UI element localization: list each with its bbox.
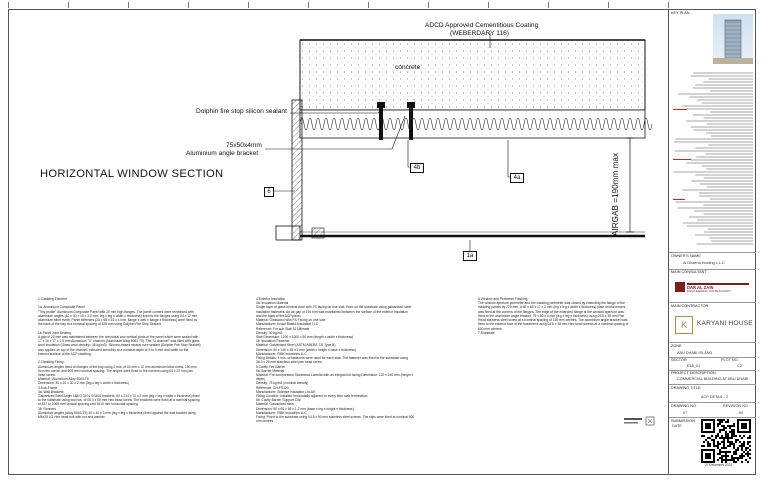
zone-label: ZONE <box>671 344 682 348</box>
qr-code <box>701 419 751 463</box>
drawing-no-label: DRAWING NO. <box>671 404 698 408</box>
building-photo <box>713 14 753 64</box>
airgap-label: AIRGAB =190mm max <box>611 152 620 236</box>
consultant-name: DAR AL ZAIN <box>687 285 714 290</box>
tag-4a: 4a <box>510 173 524 183</box>
insulation-layer <box>299 109 646 139</box>
tag-1a: 1a <box>463 251 477 261</box>
submission-value: DATE <box>672 424 682 428</box>
submission-label: SUBMISSION <box>671 419 695 423</box>
description-value: COMMERCIAL BUILDING AT ABU DHABI <box>677 377 749 381</box>
notes-column-2: 4.Exterior Insulation 4a. Insulation Mat… <box>256 297 415 424</box>
plot-label: PLOT NO. <box>721 358 739 362</box>
contractor-name: KARYANI HOUSE <box>697 320 753 327</box>
sealant-label: Dolphin fire stop silicon sealant <box>196 108 287 115</box>
revision-label: REVISION NO. <box>723 404 749 408</box>
qr-caption: 27 December 2022 <box>705 463 733 467</box>
title-block: KEY PLAN OWNER'S NAME Al Dhaena Holding … <box>668 9 756 475</box>
authority-logo <box>622 415 662 429</box>
description-label: PROJECT DESCRIPTION <box>671 371 716 375</box>
general-notes-text <box>671 69 754 249</box>
top-ruler <box>8 2 669 9</box>
contractor-logo: K KARYANI HOUSE <box>673 314 755 336</box>
key-plan-label: KEY PLAN <box>671 11 690 15</box>
section-drawing <box>265 33 653 253</box>
drawing-no-value: 07 <box>683 411 688 415</box>
bracket-label-1: 75x50x4mm <box>226 142 262 149</box>
drawing-frame <box>8 9 756 475</box>
leader-lines <box>265 33 510 253</box>
revision-value: 00 <box>739 411 744 415</box>
sector-value: E18_01 <box>687 364 701 368</box>
notes-column-1: 1.Cladding Element 1a. Aluminium Composi… <box>38 297 201 420</box>
drawing-title-value: ACP DETAIL - 2 <box>701 395 729 399</box>
consultant-logo: DAR AL ZAIN ENGINEERING CONSULTANCY <box>673 279 753 295</box>
concrete-slab <box>299 39 646 111</box>
consultant-sub: ENGINEERING CONSULTANCY <box>687 289 732 293</box>
contractor-label: MAIN CONTRACTOR <box>671 304 709 308</box>
consultant-label: MAIN CONSULTANT <box>671 270 707 274</box>
frame-return <box>275 225 301 241</box>
drawing-title: HORIZONTAL WINDOW SECTION <box>40 168 224 180</box>
owner-label: OWNER'S NAME <box>671 254 701 258</box>
tag-4b: 4b <box>410 163 424 173</box>
bracket-label-2: Aluminium angle bracket <box>186 150 259 157</box>
plot-value: C2 <box>737 364 742 368</box>
insulation-fasteners <box>377 102 415 140</box>
insulation-wave <box>299 117 653 131</box>
airgap-dimension <box>626 137 634 233</box>
owner-value: Al Dhaena Holding L.L.C <box>683 261 725 265</box>
tag-6: 6 <box>264 187 274 197</box>
notes-column-3: 6.Window and Perimeter Flashing The wind… <box>478 297 629 335</box>
drawing-title-label: DRAWING TITLE <box>671 386 701 390</box>
coating-label-2: (WEBERDARY 116) <box>450 30 509 37</box>
sector-label: SECTOR <box>671 358 687 362</box>
frame-return-2 <box>311 227 325 239</box>
contractor-emblem: K <box>675 316 693 334</box>
window-frame <box>291 99 303 241</box>
coating-label-1: ADCD Approved Cementitious Coating <box>425 22 539 29</box>
zone-value: ABU DHABI ISLAND <box>677 351 713 355</box>
concrete-label: concrete <box>395 64 421 71</box>
